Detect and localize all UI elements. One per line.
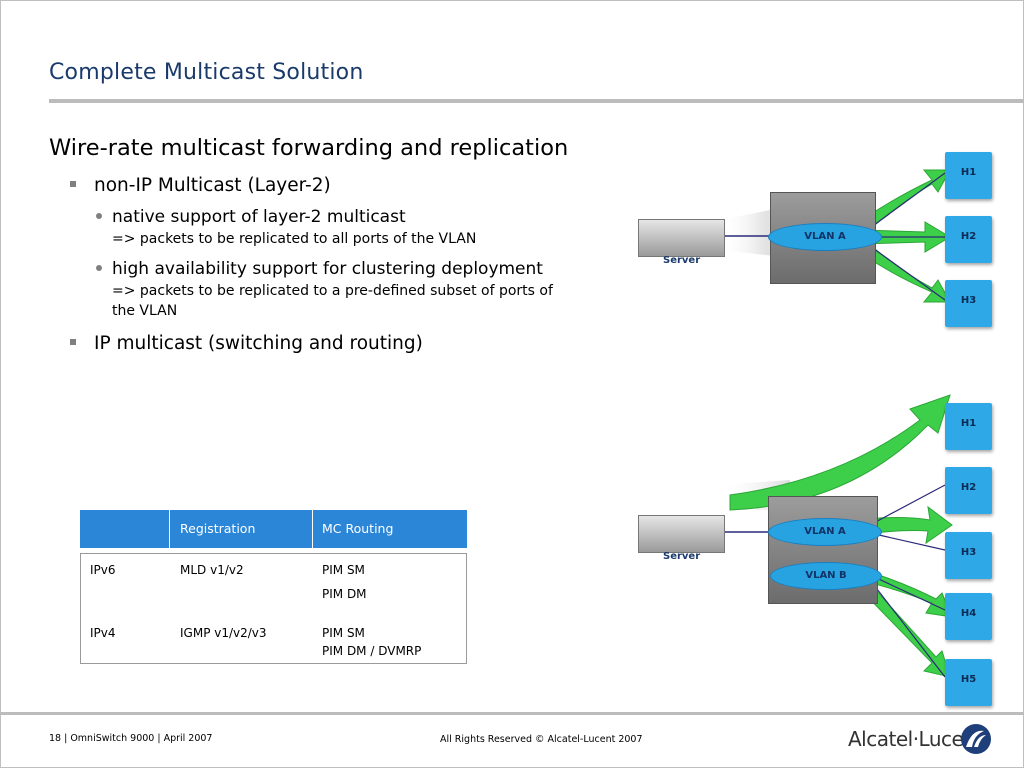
company-logo: Alcatel·Lucent: [848, 727, 983, 751]
cell-routing: PIM DM: [322, 587, 367, 601]
server-icon: [638, 219, 725, 257]
cell-routing: PIM DM / DVMRP: [322, 644, 422, 658]
server-label: Server: [663, 551, 701, 562]
sub-bullet-high-availability: high availability support for clustering…: [112, 259, 543, 279]
footer-divider: [0, 712, 1024, 715]
host-link: [869, 245, 946, 301]
sub-bullet-native-support: native support of layer-2 multicast: [112, 207, 406, 227]
cell-registration: IGMP v1/v2/v3: [180, 626, 267, 640]
host-label: H1: [960, 418, 977, 429]
host-label: H1: [960, 167, 977, 178]
square-bullet-icon: [70, 181, 76, 187]
sub-bullet-detail: => packets to be replicated to a pre-def…: [112, 283, 553, 299]
main-heading: Wire-rate multicast forwarding and repli…: [49, 135, 569, 161]
alcatel-lucent-logo-icon: [961, 724, 991, 754]
cell-protocol: IPv4: [90, 626, 116, 640]
host-h4-icon: H4: [945, 593, 992, 640]
bullet-non-ip-multicast: non-IP Multicast (Layer-2): [94, 175, 331, 196]
bullet-ip-multicast: IP multicast (switching and routing): [94, 333, 423, 354]
sub-bullet-detail: => packets to be replicated to all ports…: [112, 231, 477, 247]
host-label: H5: [960, 674, 977, 685]
dot-bullet-icon: [96, 265, 102, 271]
square-bullet-icon: [70, 339, 76, 345]
host-link: [869, 532, 946, 551]
vlan-b-ellipse: VLAN B: [770, 562, 882, 590]
table-header: Registration MC Routing: [80, 510, 467, 548]
slide-title: Complete Multicast Solution: [49, 60, 364, 85]
host-h3-icon: H3: [945, 532, 992, 579]
host-h3-icon: H3: [945, 280, 992, 327]
column-divider: [312, 510, 313, 548]
host-label: H2: [960, 231, 977, 242]
dot-bullet-icon: [96, 213, 102, 219]
server-label: Server: [663, 255, 701, 266]
host-label: H3: [960, 547, 977, 558]
host-h1-icon: H1: [945, 403, 992, 450]
host-h5-icon: H5: [945, 659, 992, 706]
host-link: [869, 172, 946, 229]
vlan-a-ellipse: VLAN A: [768, 223, 882, 251]
host-h2-icon: H2: [945, 216, 992, 263]
sub-bullet-detail: the VLAN: [112, 303, 178, 319]
header-registration: Registration: [180, 521, 256, 536]
cell-protocol: IPv6: [90, 563, 116, 577]
host-h2-icon: H2: [945, 467, 992, 514]
footer-page-info: 18 | OmniSwitch 9000 | April 2007: [49, 733, 213, 744]
arrow-to-h1: [729, 394, 951, 511]
host-label: H4: [960, 608, 977, 619]
table-body: IPv6 MLD v1/v2 PIM SM PIM DM IPv4 IGMP v…: [80, 553, 467, 664]
ip-multicast-diagram: [706, 394, 953, 678]
host-h1-icon: H1: [945, 152, 992, 199]
column-divider: [169, 510, 170, 548]
footer-copyright: All Rights Reserved © Alcatel-Lucent 200…: [440, 734, 643, 745]
host-link: [869, 579, 946, 678]
title-divider: [49, 99, 1024, 103]
host-label: H2: [960, 482, 977, 493]
host-link: [869, 574, 946, 611]
cell-registration: MLD v1/v2: [180, 563, 244, 577]
header-mc-routing: MC Routing: [322, 521, 394, 536]
vlan-a-ellipse: VLAN A: [768, 518, 882, 546]
cell-routing: PIM SM: [322, 563, 365, 577]
host-label: H3: [960, 295, 977, 306]
server-icon: [638, 515, 725, 553]
cell-routing: PIM SM: [322, 626, 365, 640]
host-link: [869, 484, 946, 526]
